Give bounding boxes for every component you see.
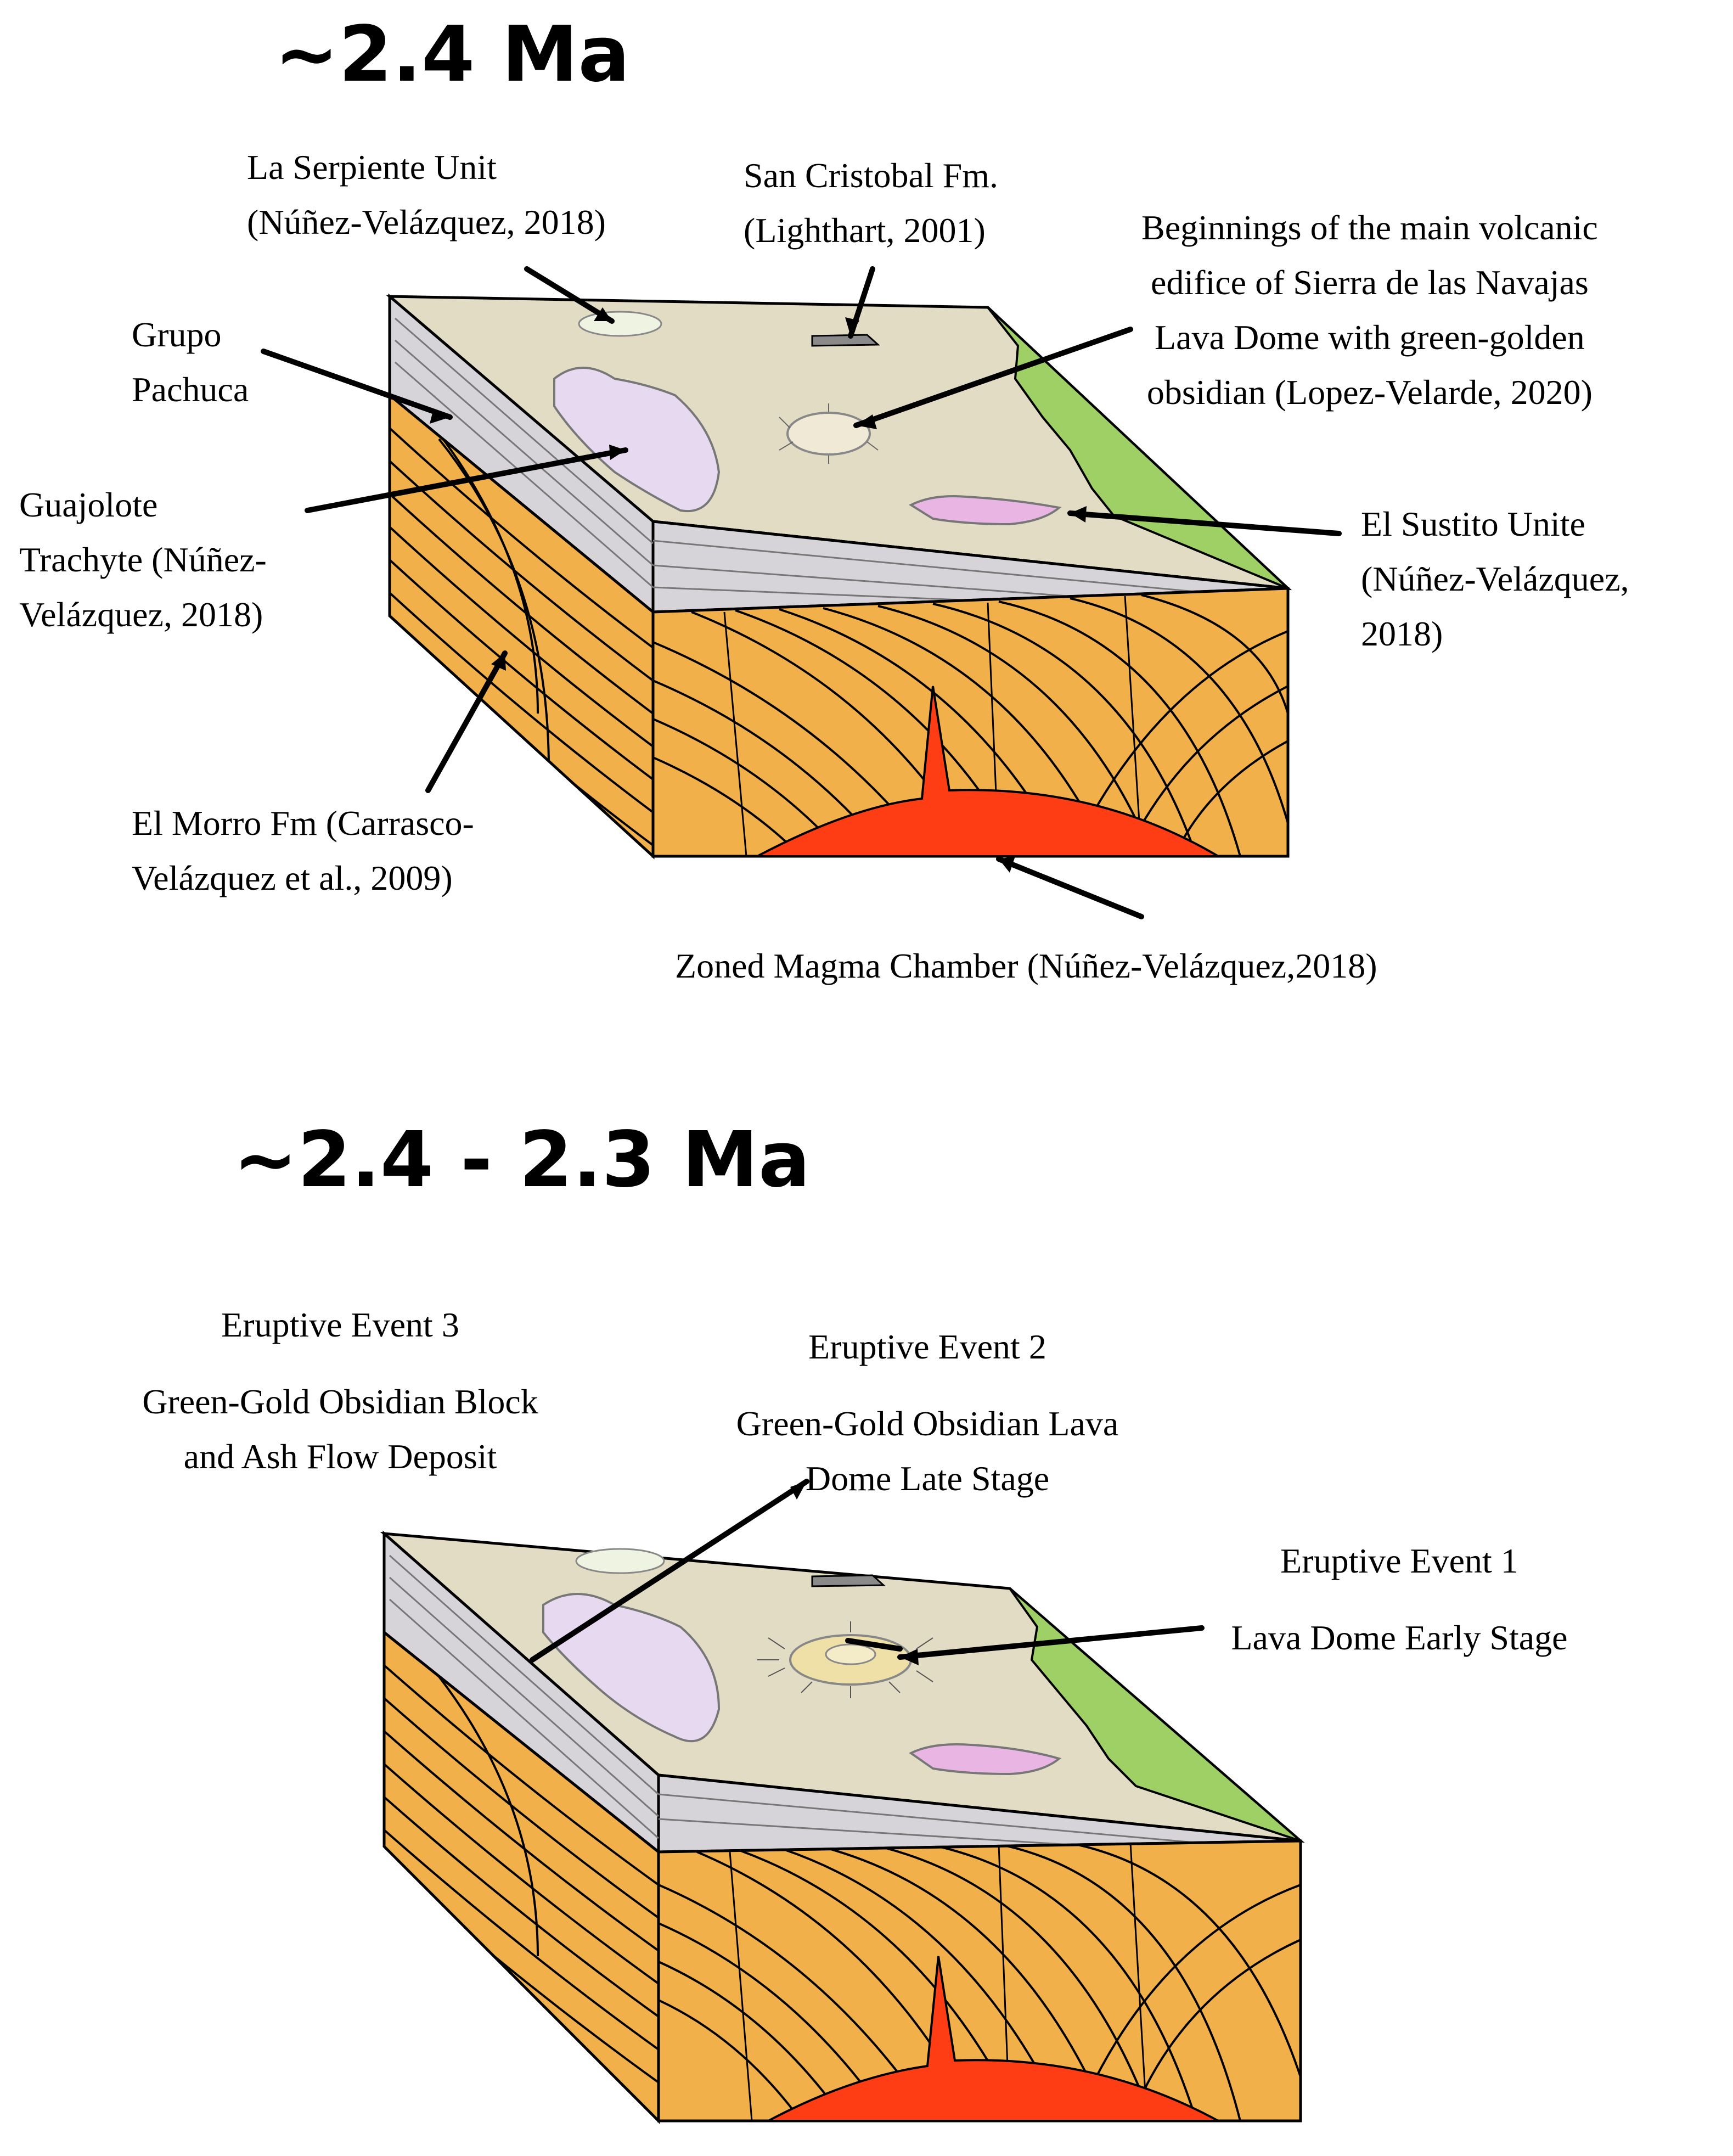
label-line: Beginnings of the main volcanic (1141, 208, 1598, 247)
label-line: Eruptive Event 2 (808, 1327, 1046, 1366)
label-line: Grupo (132, 315, 222, 354)
label-main-volcanic-edifice: Beginnings of the main volcanic edifice … (1141, 200, 1598, 420)
arrow-el-sustito (1067, 510, 1342, 536)
panel-2-4-ma: ~2.4 Ma La Serpiente Unit (Núñez-Velázqu… (19, 10, 1629, 993)
geologic-block-diagram (261, 266, 1342, 919)
label-line: edifice of Sierra de las Navajas (1150, 263, 1589, 302)
geologic-block-diagram (380, 1479, 1305, 2125)
san-cristobal-fm-deposit (811, 1574, 886, 1587)
label-line: Guajolote (19, 485, 158, 524)
label-line: (Núñez-Velázquez, 2018) (247, 203, 606, 242)
lava-dome (786, 412, 871, 456)
label-line: Lava Dome Early Stage (1231, 1618, 1568, 1657)
label-line: Eruptive Event 1 (1280, 1541, 1518, 1580)
la-serpiente-unit-deposit (575, 1548, 665, 1574)
label-line: (Núñez-Velázquez, (1361, 559, 1629, 598)
label-line: Zoned Magma Chamber (Núñez-Velázquez,201… (675, 946, 1377, 985)
label-line: Green-Gold Obsidian Block (142, 1382, 538, 1421)
magma-chamber (768, 1956, 1219, 2122)
label-line: Trachyte (Núñez- (19, 540, 267, 579)
arrow-event1 (897, 1625, 1205, 1660)
guajolote-trachyte-flow (553, 367, 721, 513)
label-grupo-pachuca: Grupo Pachuca (132, 307, 249, 417)
arrow-la-serpiente (524, 266, 615, 324)
label-line: La Serpiente Unit (247, 148, 497, 187)
label-eruptive-event-2: Eruptive Event 2 Green-Gold Obsidian Lav… (675, 1320, 1180, 1506)
label-el-morro-fm: El Morro Fm (Carrasco- Velázquez et al.,… (132, 796, 474, 906)
arrow-event3 (530, 1479, 809, 1663)
label-eruptive-event-3: Eruptive Event 3 Green-Gold Obsidian Blo… (88, 1298, 593, 1484)
arrow-guajolote (305, 447, 628, 513)
label-zoned-magma-chamber: Zoned Magma Chamber (Núñez-Velázquez,201… (675, 939, 1377, 993)
label-line: Lava Dome with green-golden (1155, 318, 1585, 357)
label-line: obsidian (Lopez-Velarde, 2020) (1146, 373, 1593, 412)
label-line: (Lighthart, 2001) (744, 211, 986, 250)
label-line: El Morro Fm (Carrasco- (132, 804, 474, 843)
magma-chamber (757, 686, 1223, 857)
label-line: Velázquez, 2018) (19, 595, 263, 634)
panel-2-4-2-3-ma: ~2.4 - 2.3 Ma Eruptive Event 3 Green-Gol… (0, 1078, 1733, 2156)
label-san-cristobal-fm: San Cristobal Fm. (Lighthart, 2001) (744, 148, 998, 258)
label-line: Pachuca (132, 370, 249, 409)
arrow-main-edifice (853, 327, 1133, 428)
label-guajolote-trachyte: Guajolote Trachyte (Núñez- Velázquez, 20… (19, 478, 267, 642)
arrow-magma (996, 856, 1144, 919)
arrow-grupo-pachuca (261, 349, 453, 420)
green-edge-unit (1009, 1587, 1302, 1842)
arrow-event2 (845, 1638, 903, 1652)
panel-title: ~2.4 Ma (274, 10, 630, 99)
label-la-serpiente-unit: La Serpiente Unit (Núñez-Velázquez, 2018… (247, 140, 606, 250)
la-serpiente-unit-deposit (578, 311, 662, 337)
label-line: Dome Late Stage (805, 1459, 1050, 1498)
panel-title: ~2.4 - 2.3 Ma (233, 1115, 811, 1205)
label-eruptive-event-1: Eruptive Event 1 Lava Dome Early Stage (1174, 1534, 1624, 1665)
label-line: 2018) (1361, 614, 1443, 653)
san-cristobal-fm-deposit (811, 334, 880, 347)
label-line: Green-Gold Obsidian Lava (736, 1404, 1119, 1443)
label-line: Eruptive Event 3 (221, 1305, 459, 1344)
el-morro-strata-front (657, 1839, 1302, 2123)
green-edge-unit (987, 306, 1289, 589)
label-el-sustito-unite: El Sustito Unite (Núñez-Velázquez, 2018) (1361, 497, 1629, 661)
label-line: and Ash Flow Deposit (183, 1437, 497, 1476)
label-line: San Cristobal Fm. (744, 156, 999, 195)
arrow-el-morro (425, 650, 508, 793)
el-sustito-unit-flow (908, 495, 1062, 526)
label-line: Velázquez et al., 2009) (132, 858, 453, 897)
label-line: El Sustito Unite (1361, 504, 1585, 543)
dome-late-stage-core (825, 1643, 876, 1665)
el-sustito-unit-flow (909, 1743, 1062, 1776)
